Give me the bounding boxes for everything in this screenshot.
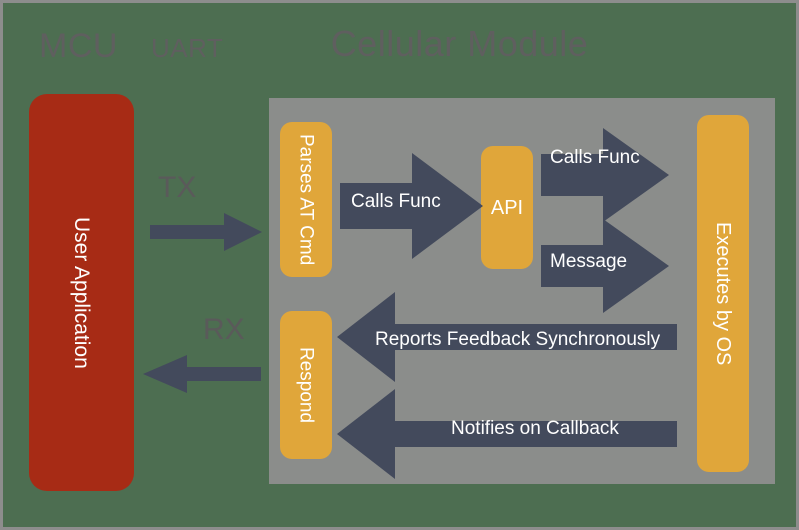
label-uart: UART	[151, 33, 224, 63]
block-user-application-label: User Application	[70, 216, 93, 369]
arrow-message-label: Message	[550, 251, 628, 272]
block-respond: Respond	[280, 311, 332, 459]
block-executes-by-os-label: Executes by OS	[712, 221, 734, 366]
arrow-tx	[150, 213, 262, 251]
block-api: API	[481, 146, 533, 269]
block-executes-by-os: Executes by OS	[697, 115, 749, 472]
block-parses-at-cmd-label: Parses AT Cmd	[295, 133, 317, 266]
arrow-notifies-callback	[337, 389, 677, 479]
arrow-rx	[143, 355, 261, 393]
arrow-notifies-callback-label: Notifies on Callback	[451, 418, 619, 439]
label-cellular-module: Cellular Module	[330, 23, 589, 64]
block-parses-at-cmd: Parses AT Cmd	[280, 122, 332, 277]
arrow-reports-feedback-label: Reports Feedback Synchronously	[375, 329, 661, 350]
label-mcu: MCU	[39, 27, 118, 65]
arrow-calls-func-2-label: Calls Func	[550, 147, 640, 168]
arrow-reports-feedback	[337, 292, 677, 382]
label-rx-signal: RX	[203, 313, 245, 346]
block-user-application: User Application	[29, 94, 134, 491]
label-tx-signal: TX	[158, 171, 197, 204]
arrow-calls-func-1-label: Calls Func	[351, 191, 441, 212]
arrow-message	[541, 219, 669, 313]
block-api-label: API	[490, 196, 524, 219]
arrow-calls-func-1	[340, 153, 483, 259]
arrow-calls-func-2	[541, 128, 669, 222]
block-respond-label: Respond	[295, 346, 317, 424]
